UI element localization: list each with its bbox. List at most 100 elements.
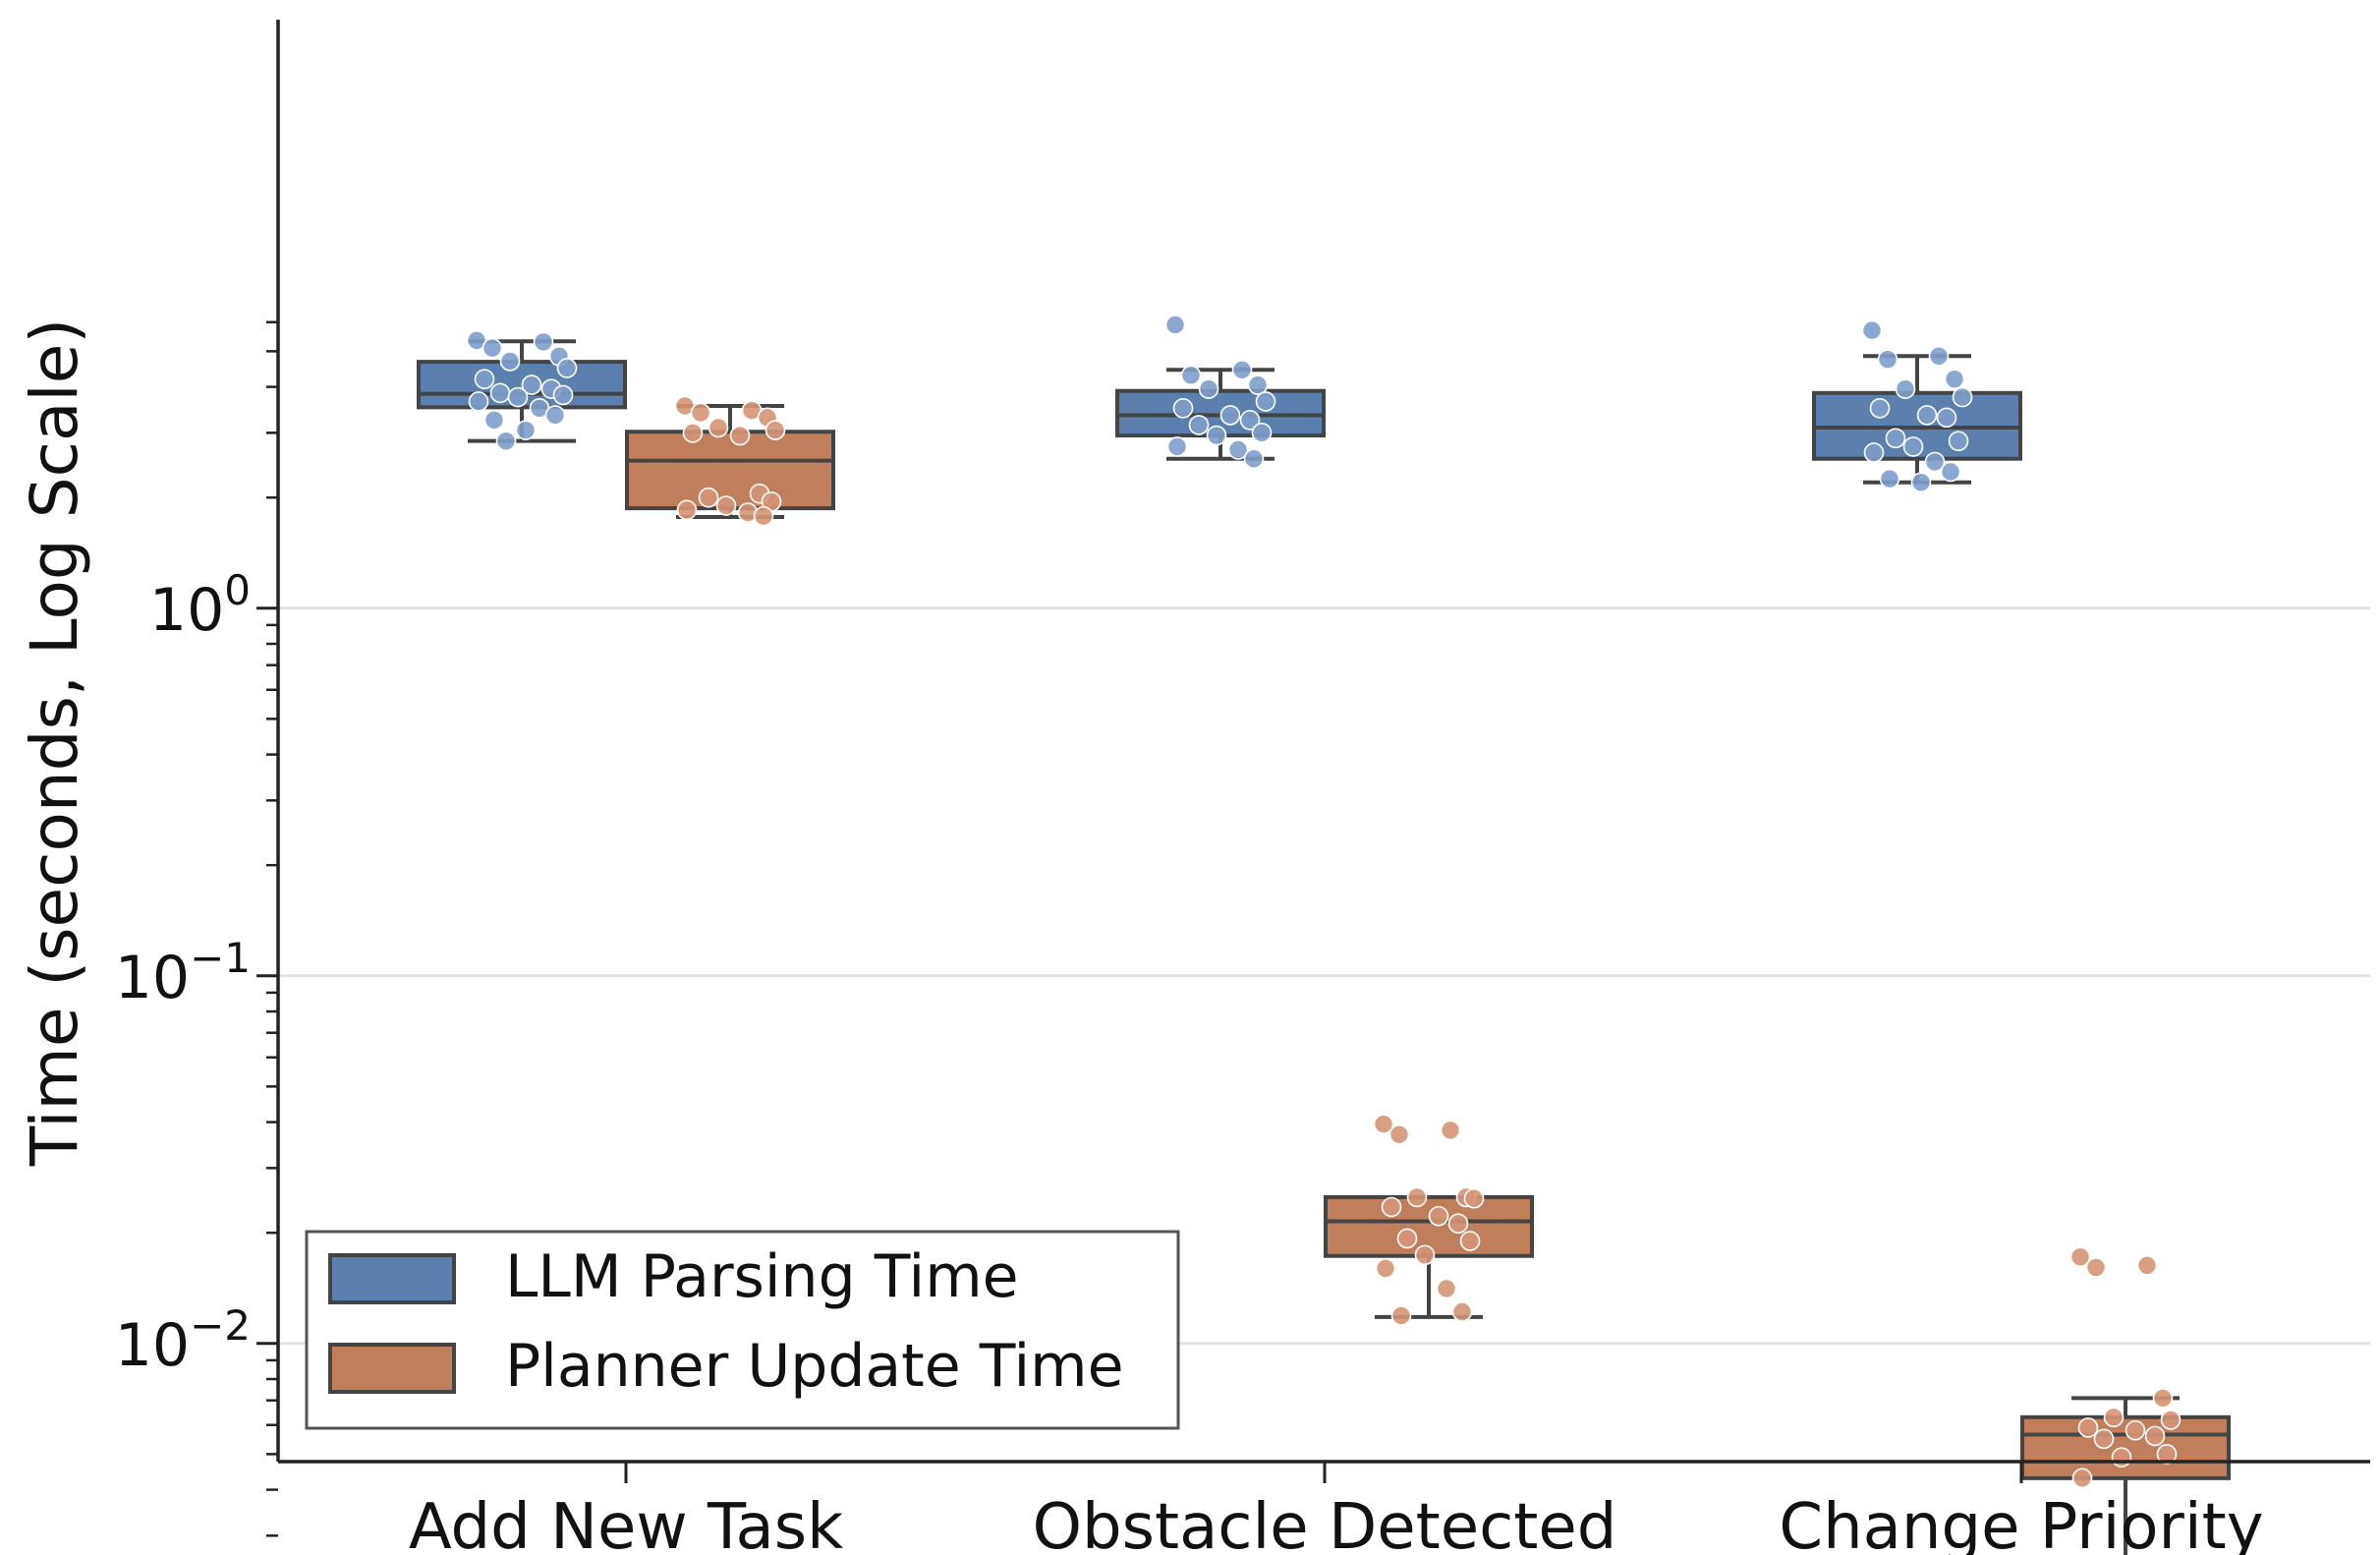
- data-point: [1885, 428, 1906, 449]
- y-tick-label: 100: [149, 566, 251, 645]
- data-point: [1406, 1186, 1428, 1208]
- data-point: [2144, 1425, 2166, 1447]
- data-point: [2077, 1417, 2099, 1438]
- data-point: [715, 495, 737, 516]
- y-tick-base: 10: [149, 576, 224, 645]
- data-point: [708, 417, 729, 438]
- y-tick-base: 10: [115, 1311, 190, 1380]
- data-point: [533, 331, 554, 353]
- data-point: [1198, 378, 1219, 399]
- series-0: [417, 315, 2022, 493]
- box: [625, 430, 835, 511]
- data-point: [676, 499, 698, 521]
- data-point: [1436, 1278, 1457, 1299]
- data-point: [729, 425, 751, 446]
- data-point: [1388, 1123, 1410, 1145]
- data-point: [1916, 405, 1938, 426]
- data-point: [2071, 1468, 2093, 1489]
- data-point: [474, 369, 495, 389]
- data-point: [2152, 1388, 2174, 1409]
- data-point: [1902, 436, 1924, 457]
- data-point: [468, 391, 489, 412]
- data-point: [499, 351, 521, 372]
- data-point: [1227, 439, 1249, 460]
- data-point: [515, 420, 537, 440]
- y-tick-exponent: 0: [224, 566, 251, 614]
- data-point: [1243, 448, 1265, 470]
- x-tick-label: Add New Task: [409, 1491, 843, 1555]
- data-point: [556, 358, 578, 378]
- data-point: [1251, 423, 1273, 443]
- legend-swatch: [328, 1253, 456, 1304]
- data-point: [521, 374, 542, 395]
- data-point: [483, 410, 505, 431]
- legend-label: Planner Update Time: [505, 1332, 1124, 1401]
- data-point: [1459, 1231, 1481, 1251]
- data-point: [1255, 391, 1276, 412]
- x-tick-label: Obstacle Detected: [1033, 1491, 1617, 1555]
- legend-label: LLM Parsing Time: [505, 1242, 1019, 1311]
- data-point: [1861, 319, 1883, 341]
- data-point: [489, 382, 511, 404]
- data-point: [1231, 359, 1253, 380]
- data-point: [2111, 1447, 2132, 1468]
- data-point: [698, 487, 719, 508]
- data-point: [1375, 1258, 1396, 1279]
- data-point: [1206, 425, 1227, 446]
- data-point: [690, 402, 711, 424]
- data-point: [1948, 431, 1969, 451]
- data-point: [2156, 1444, 2178, 1465]
- data-point: [1879, 468, 1900, 490]
- data-point: [507, 386, 529, 408]
- data-point: [1936, 407, 1957, 429]
- data-point: [1895, 378, 1916, 399]
- data-point: [1247, 374, 1269, 395]
- data-point: [2103, 1407, 2125, 1428]
- data-point: [1166, 436, 1188, 457]
- data-point: [2085, 1257, 2107, 1278]
- data-point: [2160, 1410, 2182, 1430]
- data-point: [552, 384, 574, 406]
- data-point: [765, 420, 786, 440]
- y-tick-label: 10−2: [115, 1301, 251, 1380]
- data-point: [1447, 1213, 1469, 1235]
- data-point: [1180, 365, 1202, 386]
- data-point: [753, 505, 774, 527]
- data-point: [2125, 1419, 2146, 1441]
- data-point: [1219, 405, 1241, 426]
- data-point: [482, 337, 503, 359]
- data-point: [1863, 442, 1885, 463]
- data-point: [1239, 410, 1261, 431]
- data-point: [1910, 472, 1932, 493]
- data-point: [1164, 315, 1186, 335]
- data-point: [1381, 1196, 1402, 1218]
- data-point: [1463, 1187, 1485, 1209]
- data-point: [682, 423, 704, 443]
- data-point: [1944, 369, 1965, 389]
- data-point: [1869, 397, 1891, 419]
- data-point: [495, 431, 517, 451]
- data-point: [1414, 1244, 1436, 1266]
- x-tick-label: Change Priority: [1779, 1491, 2263, 1555]
- y-tick-base: 10: [115, 944, 190, 1012]
- data-point: [1188, 415, 1210, 435]
- series-1: [625, 395, 2231, 1555]
- data-point: [1440, 1120, 1461, 1141]
- data-point: [1924, 451, 1946, 473]
- data-point: [1952, 386, 1973, 408]
- boxes-layer: [417, 315, 2231, 1555]
- legend-swatch: [328, 1343, 456, 1394]
- data-point: [1428, 1205, 1449, 1227]
- data-point: [1940, 461, 1961, 483]
- data-point: [1390, 1305, 1412, 1326]
- data-point: [1172, 397, 1194, 419]
- data-point: [1373, 1114, 1394, 1134]
- data-point: [544, 405, 566, 426]
- box: [2020, 1414, 2231, 1480]
- data-point: [2093, 1428, 2115, 1450]
- data-point: [2069, 1246, 2091, 1267]
- y-tick-exponent: −2: [190, 1301, 251, 1350]
- y-tick-label: 10−1: [115, 934, 251, 1012]
